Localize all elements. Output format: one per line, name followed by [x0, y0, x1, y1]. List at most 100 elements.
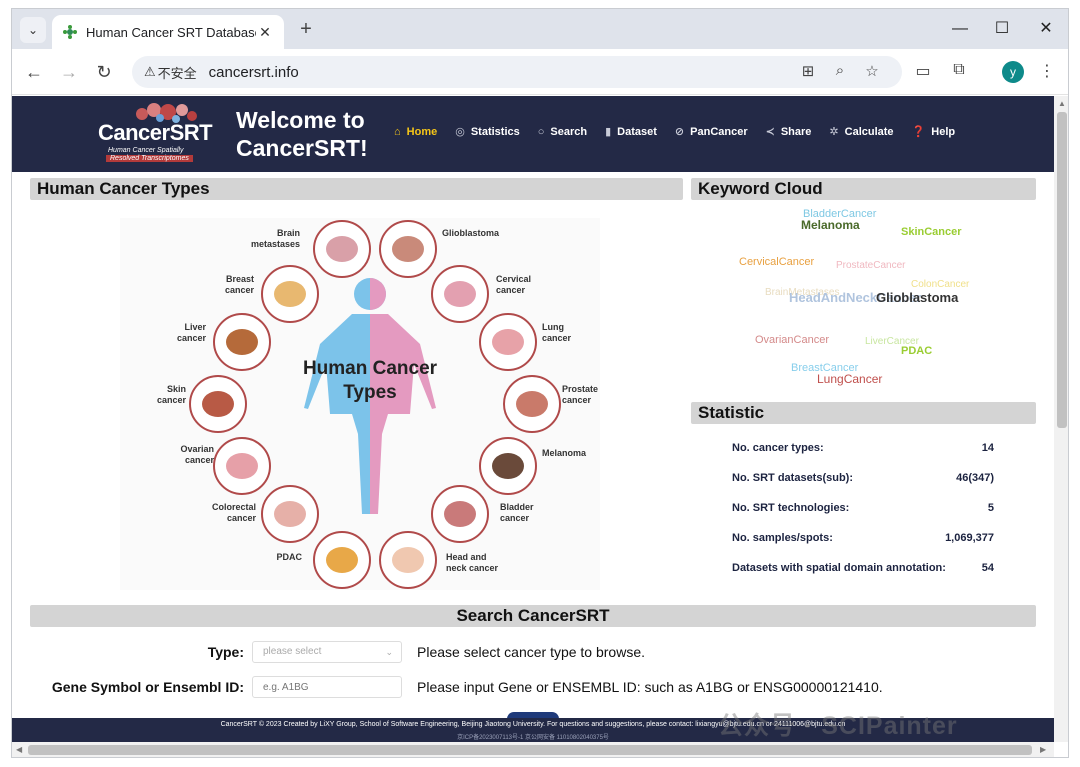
- zoom-icon[interactable]: ⌕: [835, 62, 845, 79]
- keyword-cloud-word[interactable]: Melanoma: [801, 218, 860, 232]
- human-body-figure: [304, 278, 436, 514]
- nav-share[interactable]: ≺Share: [766, 125, 812, 139]
- organ-label: PDAC: [276, 552, 302, 562]
- site-favicon-icon: [63, 25, 77, 39]
- organ-illustration-icon: [274, 501, 306, 527]
- cancer-type-select[interactable]: please select ⌄: [252, 641, 402, 663]
- scroll-right-icon[interactable]: ▶: [1040, 745, 1047, 754]
- organ-illustration-icon: [392, 236, 424, 262]
- window-close-icon[interactable]: ✕: [1039, 20, 1053, 37]
- active-tab[interactable]: Human Cancer SRT Database ✕: [52, 15, 284, 49]
- nav-help[interactable]: ❓Help: [912, 125, 956, 139]
- reading-list-icon[interactable]: ▭: [915, 63, 931, 80]
- keyword-cloud-word[interactable]: BrainMetastases: [765, 287, 840, 298]
- vertical-scrollbar[interactable]: ▲: [1054, 96, 1068, 742]
- logo-text: CancerSRT: [98, 120, 213, 145]
- bookmark-star-icon[interactable]: ☆: [865, 63, 879, 80]
- type-hint: Please select cancer type to browse.: [417, 644, 646, 660]
- url-text[interactable]: cancersrt.info: [208, 63, 299, 81]
- address-bar[interactable]: ⚠ 不安全 cancersrt.info ⊞ ⌕ ☆: [132, 56, 902, 88]
- gene-label: Gene Symbol or Ensembl ID:: [51, 679, 244, 695]
- maximize-icon[interactable]: ☐: [994, 20, 1010, 37]
- organ-illustration-icon: [226, 453, 258, 479]
- logo-cells-icon: [136, 103, 197, 123]
- minimize-icon[interactable]: —: [952, 20, 968, 37]
- keyword-cloud-word[interactable]: Glioblastoma: [876, 290, 959, 305]
- keyword-cloud-word[interactable]: HeadAndNeckCancer: [789, 290, 922, 305]
- nav-statistics[interactable]: ◎Statistics: [455, 125, 520, 139]
- nav-search[interactable]: ○Search: [538, 125, 587, 138]
- scroll-up-icon[interactable]: ▲: [1058, 99, 1066, 108]
- keyword-cloud-word[interactable]: LungCancer: [817, 372, 883, 386]
- tab-close-icon[interactable]: ✕: [259, 23, 271, 40]
- tab-strip: ⌄ Human Cancer SRT Database ✕ + — ☐ ✕: [12, 9, 1068, 49]
- stat-label-samples-spots: No. samples/spots:: [732, 532, 833, 544]
- welcome-line-1: Welcome to: [236, 107, 365, 133]
- back-arrow-icon[interactable]: ←: [25, 62, 43, 82]
- nav-label: Share: [780, 125, 812, 138]
- stat-value-samples-spots: 1,069,377: [945, 532, 994, 544]
- stat-value-spatial-domain: 54: [981, 562, 994, 574]
- footer-icp[interactable]: 京ICP备2023007113号-1 京公网安备 11010802040375号: [457, 735, 609, 741]
- search-icon: ○: [537, 125, 545, 138]
- nav-pancancer[interactable]: ⊘ PanCancer: [674, 125, 748, 139]
- keyword-cloud-word[interactable]: PDAC: [901, 345, 933, 357]
- welcome-heading: Welcome to CancerSRT!: [236, 106, 368, 162]
- keyword-cloud-word[interactable]: SkinCancer: [901, 226, 962, 238]
- nav-dataset[interactable]: ▮ Dataset: [605, 125, 657, 139]
- organ-illustration-icon: [516, 391, 548, 417]
- scroll-left-icon[interactable]: ◀: [16, 745, 23, 754]
- organ-illustration-icon: [274, 281, 306, 307]
- tab-search-button[interactable]: ⌄: [20, 17, 46, 43]
- page-viewport: CancerSRT Human Cancer Spatially Resolve…: [12, 96, 1054, 742]
- security-label[interactable]: 不安全: [157, 65, 197, 81]
- keyword-cloud-word[interactable]: LiverCancer: [865, 336, 919, 347]
- horizontal-scrollbar[interactable]: ◀ ▶: [12, 742, 1054, 757]
- stat-label-cancer-types: No. cancer types:: [732, 442, 824, 454]
- browser-window: ⌄ Human Cancer SRT Database ✕ + — ☐ ✕ ← …: [11, 8, 1069, 758]
- nav-label: Dataset: [617, 125, 657, 138]
- stat-value-srt-technologies: 5: [987, 502, 994, 514]
- profile-avatar[interactable]: y: [1002, 61, 1024, 83]
- reload-icon[interactable]: ↻: [96, 62, 112, 82]
- stat-label-srt-datasets: No. SRT datasets(sub):: [732, 472, 854, 484]
- type-label: Type:: [207, 644, 244, 660]
- forward-arrow-icon[interactable]: →: [60, 62, 78, 82]
- gene-search-input[interactable]: [252, 676, 402, 698]
- keyword-cloud-word[interactable]: CervicalCancer: [739, 256, 815, 268]
- gene-hint: Please input Gene or ENSEMBL ID: such as…: [417, 679, 883, 695]
- organ-illustration-icon: [226, 329, 258, 355]
- keyword-cloud-word[interactable]: OvarianCancer: [755, 334, 829, 346]
- compass-icon: ⊘: [674, 126, 685, 138]
- logo-tagline-1: Human Cancer Spatially: [108, 147, 184, 154]
- nav-label: PanCancer: [690, 125, 748, 138]
- keyword-cloud-word[interactable]: ColonCancer: [911, 279, 970, 290]
- organ-illustration-icon: [444, 281, 476, 307]
- horizontal-scroll-thumb[interactable]: [28, 745, 1032, 755]
- stat-label-srt-technologies: No. SRT technologies:: [732, 502, 850, 514]
- keyword-cloud-word[interactable]: ProstateCancer: [836, 260, 906, 271]
- translate-icon[interactable]: ⊞: [801, 63, 815, 80]
- keyword-cloud-word[interactable]: BladderCancer: [803, 208, 877, 220]
- footer-credits: CancerSRT © 2023 Created by LiXY Group, …: [220, 721, 846, 728]
- select-placeholder: please select: [263, 646, 322, 657]
- extensions-icon[interactable]: ⧉: [953, 61, 965, 78]
- warning-triangle-icon[interactable]: ⚠: [144, 64, 156, 79]
- vertical-scroll-thumb[interactable]: [1057, 112, 1067, 428]
- new-tab-button[interactable]: +: [300, 18, 312, 40]
- nav-calculate[interactable]: ✲Calculate: [829, 125, 893, 139]
- keyword-cloud-word[interactable]: BreastCancer: [791, 362, 859, 374]
- bar-chart-icon: ▮: [605, 126, 612, 138]
- menu-kebab-icon[interactable]: ⋮: [1039, 63, 1055, 80]
- cancersrt-logo[interactable]: CancerSRT Human Cancer Spatially Resolve…: [92, 102, 216, 166]
- nav-home[interactable]: ⌂Home: [394, 125, 437, 138]
